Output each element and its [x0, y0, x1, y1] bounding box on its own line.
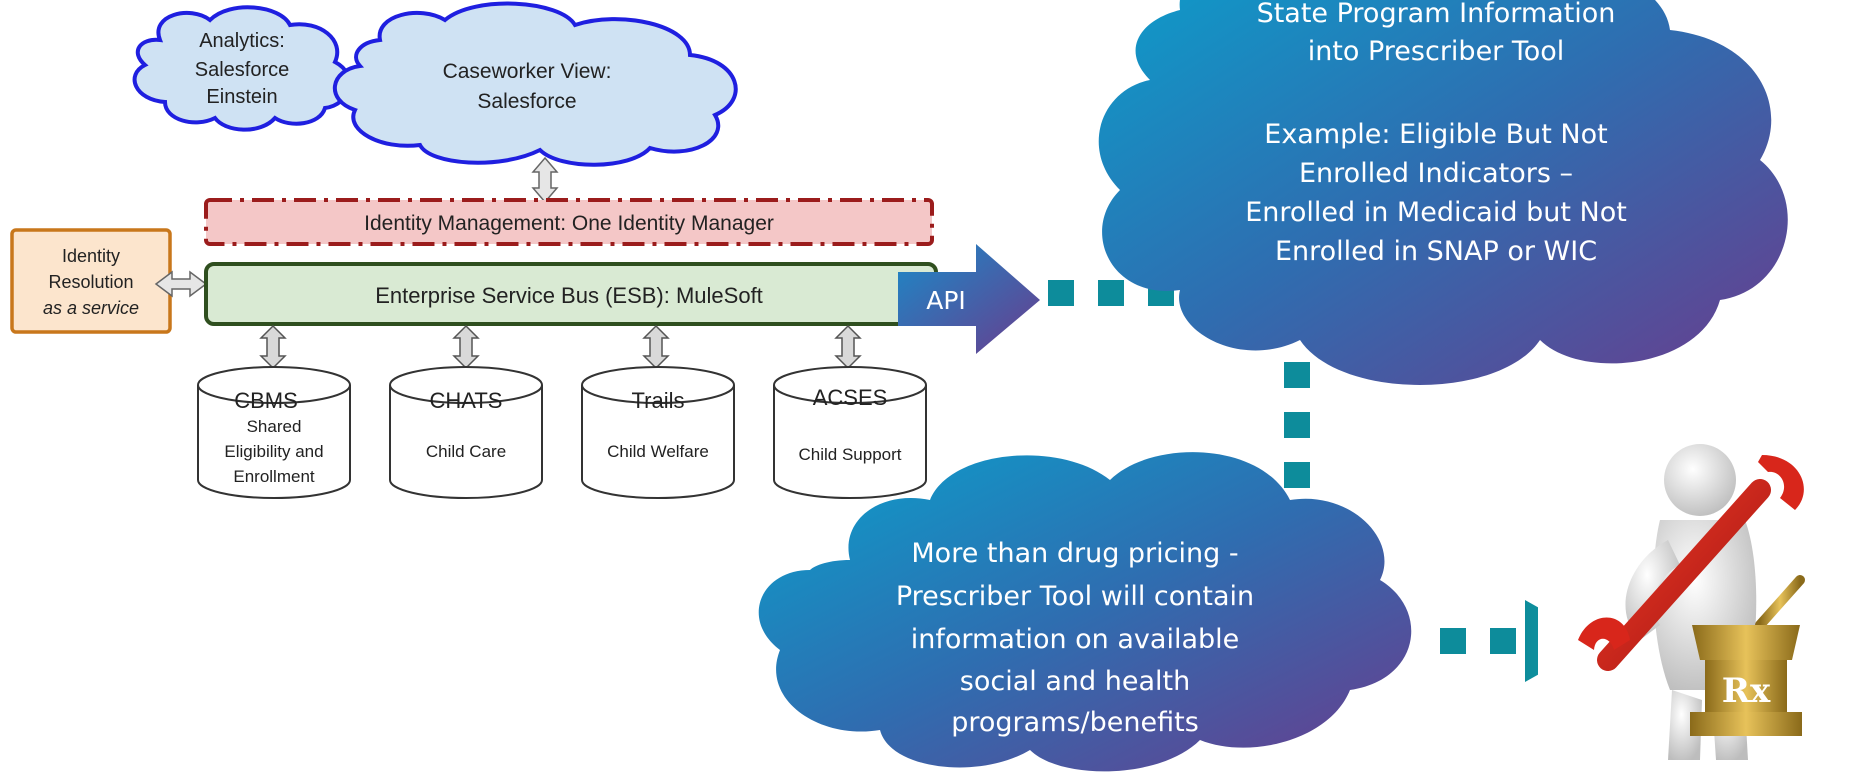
prescriber-cloud-line4: social and health	[960, 666, 1190, 697]
database-trails: Trails Child Welfare	[581, 366, 735, 499]
db-acses-name: ACSES	[813, 385, 888, 410]
db-trails-desc1: Child Welfare	[607, 442, 709, 461]
state-program-cloud: State Program Information into Prescribe…	[1098, 0, 1788, 385]
analytics-cloud: Analytics: Salesforce Einstein	[132, 5, 352, 132]
database-acses: ACSES Child Support	[773, 366, 927, 499]
prescriber-cloud-line3: information on available	[911, 624, 1240, 655]
database-chats: CHATS Child Care	[389, 366, 543, 499]
db-cbms-desc3: Enrollment	[233, 467, 315, 486]
caseworker-line2: Salesforce	[477, 90, 576, 113]
rx-label: Rx	[1722, 671, 1771, 711]
db-cbms-name: CBMS	[234, 388, 298, 413]
caseworker-line1: Caseworker View:	[443, 60, 612, 83]
identity-resolution-box: Identity Resolution as a service	[10, 228, 172, 334]
db-acses-desc1: Child Support	[798, 445, 901, 464]
caseworker-cloud: Caseworker View: Salesforce	[333, 1, 738, 167]
state-cloud-line1: State Program Information	[1257, 0, 1616, 29]
identity-management-box: Identity Management: One Identity Manage…	[204, 198, 934, 246]
db-trails-name: Trails	[632, 388, 685, 413]
api-label: API	[926, 286, 966, 315]
mortar-rx-icon: Rx	[1690, 575, 1805, 736]
identity-resolution-line3: as a service	[43, 298, 139, 318]
db-cbms-desc2: Eligibility and	[224, 442, 323, 461]
wrench-icon	[1578, 455, 1804, 671]
state-cloud-line3: Example: Eligible But Not	[1264, 119, 1607, 150]
db-chats-name: CHATS	[430, 388, 503, 413]
analytics-line2: Salesforce	[195, 59, 290, 81]
prescriber-cloud-line5: programs/benefits	[951, 707, 1199, 738]
identity-resolution-line2: Resolution	[48, 272, 133, 292]
prescriber-cloud: More than drug pricing - Prescriber Tool…	[758, 452, 1412, 772]
identity-resolution-line1: Identity	[62, 246, 120, 266]
prescriber-cloud-line1: More than drug pricing -	[911, 538, 1238, 569]
rx-figure-illustration: Rx	[1538, 444, 1838, 760]
db-chats-desc1: Child Care	[426, 442, 506, 461]
state-cloud-line4: Enrolled Indicators –	[1299, 158, 1573, 189]
analytics-line1: Analytics:	[199, 30, 285, 52]
database-cbms: CBMS Shared Eligibility and Enrollment	[197, 366, 351, 499]
identity-management-label: Identity Management: One Identity Manage…	[364, 212, 774, 235]
api-arrow: API	[898, 244, 1040, 354]
esb-box: Enterprise Service Bus (ESB): MuleSoft	[204, 262, 938, 326]
caseworker-idm-arrow	[531, 156, 559, 204]
state-cloud-line2: into Prescriber Tool	[1308, 36, 1565, 67]
state-cloud-line5: Enrolled in Medicaid but Not	[1245, 197, 1627, 228]
db-cbms-desc1: Shared	[247, 417, 302, 436]
esb-db-arrows	[259, 324, 862, 370]
esb-label: Enterprise Service Bus (ESB): MuleSoft	[375, 283, 763, 308]
analytics-line3: Einstein	[206, 86, 277, 108]
state-cloud-line6: Enrolled in SNAP or WIC	[1275, 236, 1597, 267]
prescriber-cloud-line2: Prescriber Tool will contain	[896, 581, 1254, 612]
